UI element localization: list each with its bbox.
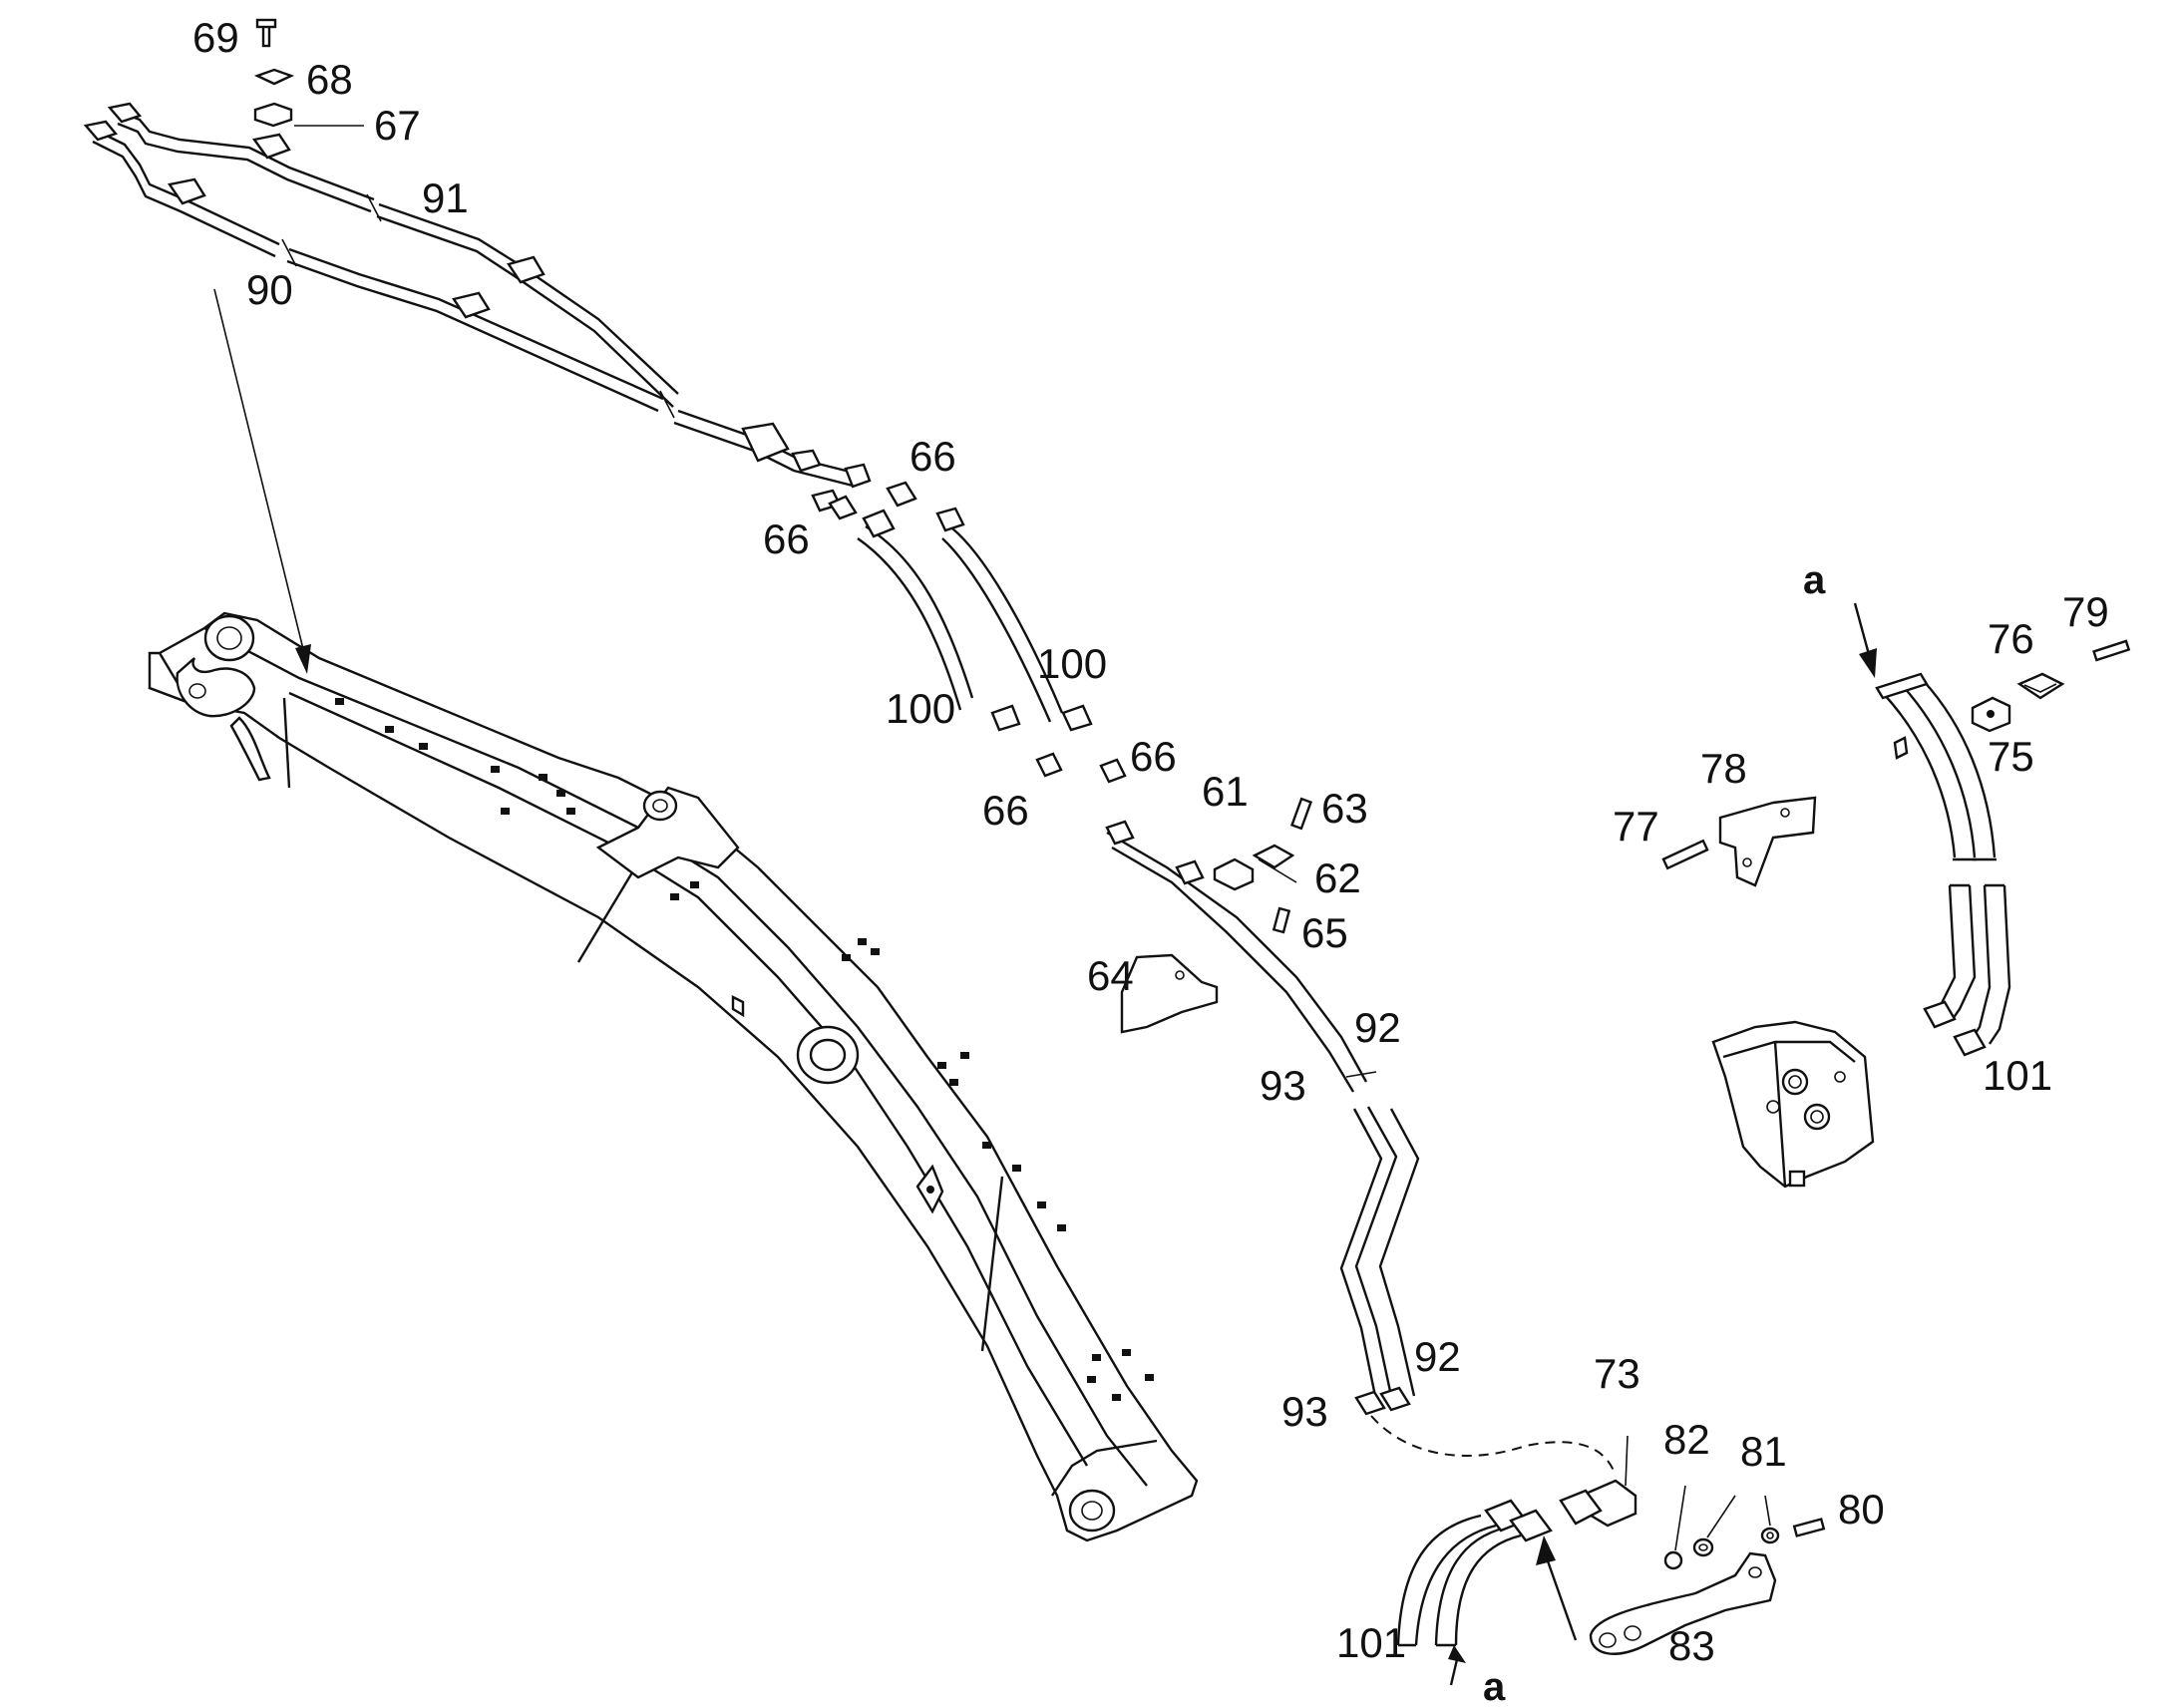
boom-arm <box>148 611 1199 1542</box>
label-92-b: 92 <box>1414 1333 1461 1380</box>
label-100-b: 100 <box>886 685 955 732</box>
control-valve-icon <box>1711 1020 1875 1189</box>
label-80: 80 <box>1838 1486 1885 1533</box>
label-93-b: 93 <box>1281 1388 1328 1435</box>
label-a-bottom: a <box>1483 1665 1506 1708</box>
bracket-78-icon <box>1718 796 1817 887</box>
label-66-a: 66 <box>909 433 956 480</box>
label-76: 76 <box>1988 615 2034 662</box>
label-66-d: 66 <box>982 787 1029 834</box>
pipes-92-93 <box>1105 820 1420 1416</box>
label-91: 91 <box>422 174 469 221</box>
plate-68-icon <box>253 68 295 86</box>
label-68: 68 <box>306 56 353 103</box>
fittings-66-hoses-100 <box>828 481 1127 784</box>
label-a-top: a <box>1803 558 1826 602</box>
label-90: 90 <box>246 266 293 313</box>
clamp-parts-67-69 <box>253 18 364 128</box>
leader-lines <box>213 288 311 674</box>
label-67: 67 <box>374 102 421 149</box>
label-66-b: 66 <box>763 515 810 562</box>
bracket-64-icon <box>1120 953 1219 1034</box>
label-82: 82 <box>1663 1416 1710 1463</box>
label-77: 77 <box>1613 803 1659 850</box>
label-64: 64 <box>1087 952 1134 999</box>
label-66-c: 66 <box>1130 733 1177 780</box>
right-assembly <box>1661 602 2131 1189</box>
clamp-parts-61-65 <box>1120 797 1313 1034</box>
bolt-77-icon <box>1661 839 1709 870</box>
part-labels: 69 68 67 91 90 66 66 100 100 66 66 61 63… <box>192 14 2109 1708</box>
label-78: 78 <box>1700 745 1747 792</box>
label-63: 63 <box>1321 785 1368 832</box>
label-100-a: 100 <box>1037 640 1107 687</box>
label-101-b: 101 <box>1336 1619 1406 1666</box>
label-101-a: 101 <box>1983 1052 2052 1099</box>
bolt-79-icon <box>2092 639 2131 662</box>
label-61: 61 <box>1202 768 1249 815</box>
label-73: 73 <box>1594 1350 1640 1397</box>
label-93-a: 93 <box>1260 1062 1306 1109</box>
label-75: 75 <box>1988 733 2034 780</box>
bolt-80-icon <box>1792 1518 1826 1537</box>
dashed-routing-line <box>1370 1415 1617 1477</box>
label-62: 62 <box>1314 854 1361 901</box>
pipe-assembly-90-91 <box>83 102 872 512</box>
bottom-assembly <box>1396 1435 1826 1686</box>
label-69: 69 <box>192 14 239 61</box>
plate-76-icon <box>2016 672 2065 700</box>
label-79: 79 <box>2062 588 2109 635</box>
label-83: 83 <box>1668 1622 1715 1669</box>
label-81: 81 <box>1740 1428 1787 1475</box>
clamp-67-icon <box>253 102 293 128</box>
label-65: 65 <box>1301 909 1348 956</box>
label-92-a: 92 <box>1354 1004 1401 1051</box>
nut-82-icon <box>1663 1550 1683 1570</box>
